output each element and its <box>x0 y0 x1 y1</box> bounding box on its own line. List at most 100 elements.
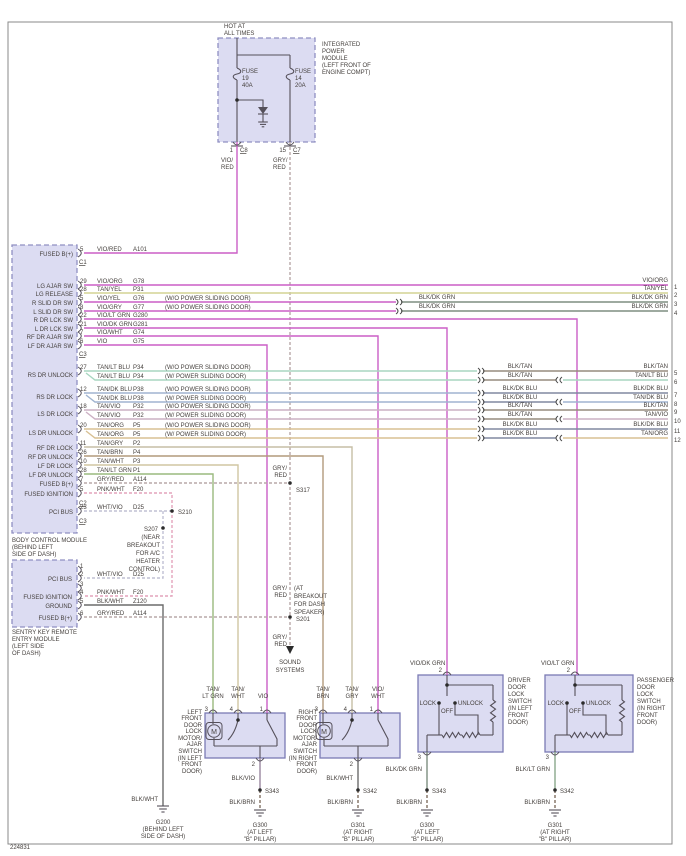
wire-tan-wht-p3 <box>84 464 239 713</box>
splice-dot <box>236 718 240 722</box>
passenger-resistor-bus2 <box>589 731 609 739</box>
pin-icon <box>442 671 452 676</box>
label-r-slid-dr-sw: R SLID DR SW <box>32 301 73 307</box>
label-40a: 40A <box>242 83 253 89</box>
label-blk-tan: BLK/TAN <box>508 364 533 370</box>
pin-icon <box>77 573 82 583</box>
label-rf-dr-lock: RF DR LOCK <box>37 446 73 452</box>
label-3: 3 <box>315 707 319 713</box>
connector-icon <box>477 406 481 414</box>
pin-icon <box>77 583 82 593</box>
pin-icon <box>77 323 82 333</box>
label-tan-wht: TAN/WHT <box>97 459 124 465</box>
pin-icon <box>77 405 82 415</box>
pin-icon <box>77 366 82 376</box>
label-lock: LOCK <box>420 701 436 707</box>
label-tan-brn: TAN/BRN <box>97 450 123 456</box>
label-g280: G280 <box>133 313 148 319</box>
label-vio: VIO/ <box>221 158 233 164</box>
diode-icon <box>258 107 268 114</box>
label-brn: BRN <box>317 694 330 700</box>
label-driver: DRIVER <box>508 678 531 684</box>
label-control: CONTROL) <box>129 567 160 573</box>
pas-unlock-leg <box>582 703 607 735</box>
label-p38: P38 <box>133 396 144 402</box>
pin-icon <box>570 671 580 676</box>
label-23: 23 <box>80 505 87 511</box>
label-12: 12 <box>674 438 681 444</box>
label-fused-b: FUSED B(+) <box>38 616 72 622</box>
passenger-resistor-bus1 <box>569 731 589 739</box>
pin-icon <box>255 757 265 762</box>
label-blk-dk-grn: BLK/DK GRN <box>419 295 455 301</box>
rf-switch-blade <box>377 719 389 746</box>
motor-housing <box>315 722 333 740</box>
label-g301: G301 <box>351 823 366 829</box>
label-p34: P34 <box>133 374 144 380</box>
body-control-module <box>11 244 78 534</box>
label-p38: P38 <box>133 387 144 393</box>
label-ls-dr-unlock: LS DR UNLOCK <box>29 431 73 437</box>
pin-icon <box>285 141 295 146</box>
driver-door-lock-switch <box>417 674 504 753</box>
connector-icon <box>477 415 481 423</box>
label-blk-wht: BLK/WHT <box>131 797 158 803</box>
label-w-o-power-sliding-door: (W/O POWER SLIDING DOOR) <box>165 365 251 371</box>
label-behind-left: (BEHIND LEFT <box>142 827 183 833</box>
label-m: M <box>321 729 327 736</box>
label-g300: G300 <box>253 823 268 829</box>
left-front-door-lock-motor <box>204 712 286 759</box>
label-blk-vio: BLK/VIO <box>232 776 256 782</box>
label-vio-lt-grn: VIO/LT GRN <box>541 661 574 667</box>
drv-unlock-leg <box>454 703 479 735</box>
pin-icon <box>77 280 82 290</box>
connector-icon <box>481 406 485 414</box>
label-tan-vio: TAN/VIO <box>644 412 668 418</box>
label-wht: WHT <box>371 694 385 700</box>
label-in-right: (IN RIGHT <box>637 706 666 712</box>
label-blk-tan: BLK/TAN <box>508 403 533 409</box>
label-15: 15 <box>279 148 286 154</box>
label-fuse: FUSE <box>295 69 311 75</box>
label-28: 28 <box>80 287 87 293</box>
label-fused-ignition: FUSED IGNITION <box>23 595 72 601</box>
label-vio: VIO <box>97 339 108 345</box>
label-lf-dr-ajar-sw: LF DR AJAR SW <box>28 344 74 350</box>
label-w-o-power-sliding-door: (W/O POWER SLIDING DOOR) <box>165 296 251 302</box>
label-blk-dk-grn: BLK/DK GRN <box>386 767 422 773</box>
pin-icon <box>77 424 82 434</box>
label-red: RED <box>273 165 286 171</box>
figure-number: 224831 <box>10 845 31 851</box>
label-vio-org: VIO/ORG <box>642 278 668 284</box>
label-rs-dr-unlock: RS DR UNLOCK <box>28 373 73 379</box>
label-b-pillar: "B" PILLAR) <box>411 837 444 843</box>
label-blk-brn: BLK/BRN <box>396 800 422 806</box>
wire-tan-lt-blu-p34-b <box>85 372 477 381</box>
label-5: 5 <box>80 599 84 605</box>
splice-dot <box>356 788 360 792</box>
label-5: 5 <box>80 296 84 302</box>
pin-icon <box>208 709 218 714</box>
label-w-o-power-sliding-door: (W/O POWER SLIDING DOOR) <box>165 387 251 393</box>
label-all-times: ALL TIMES <box>224 31 254 37</box>
driver-resistor-right <box>489 699 497 723</box>
label-10: 10 <box>80 459 87 465</box>
label-door: DOOR <box>184 723 203 729</box>
splice-dot <box>170 509 174 513</box>
pin-icon <box>77 460 82 470</box>
label-f20: F20 <box>133 590 144 596</box>
label-s207: S207 <box>144 527 159 533</box>
label-lg-release: LG RELEASE <box>36 292 73 298</box>
label-1: 1 <box>230 148 234 154</box>
label-door: DOOR) <box>508 720 528 726</box>
label-7: 7 <box>674 393 678 399</box>
label-motor: MOTOR/ <box>178 736 202 742</box>
page-frame <box>7 21 673 845</box>
label-gry-red: GRY/RED <box>97 477 125 483</box>
integrated-power-module <box>217 37 316 143</box>
label-behind-left: (BEHIND LEFT <box>12 545 53 551</box>
label-hot-at: HOT AT <box>224 24 245 30</box>
label-tan-lt-grn: TAN/LT GRN <box>97 468 132 474</box>
label-g76: G76 <box>133 296 145 302</box>
